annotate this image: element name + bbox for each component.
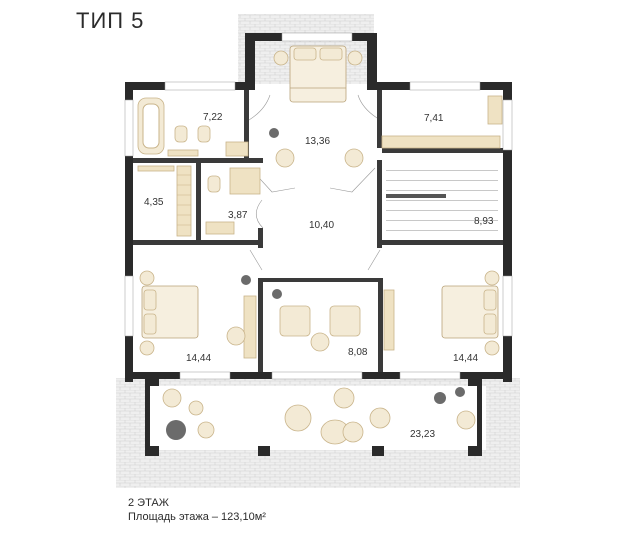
study-furniture xyxy=(381,95,503,149)
plan-title: ТИП 5 xyxy=(76,8,145,33)
bath-fixtures xyxy=(137,97,249,157)
staircase xyxy=(386,162,498,238)
room-area-bedroom-left: 14,44 xyxy=(186,353,211,364)
room-area-hall: 10,40 xyxy=(309,220,334,231)
room-area-wardrobe: 4,35 xyxy=(144,197,164,208)
room-area-bedroom-right: 14,44 xyxy=(453,353,478,364)
plant-icon xyxy=(241,275,251,285)
floor-label: 2 ЭТАЖ xyxy=(128,497,169,509)
floor-area-line: Площадь этажа – 123,10м² xyxy=(128,511,266,523)
door-swings xyxy=(248,94,381,271)
plant-icon xyxy=(455,387,465,397)
right-bedroom-furniture xyxy=(383,270,500,356)
terrace-furniture xyxy=(162,387,476,445)
room-area-bath: 7,22 xyxy=(203,112,223,123)
room-area-study: 7,41 xyxy=(424,113,444,124)
plant-icon xyxy=(434,392,446,404)
room-area-terrace: 23,23 xyxy=(410,429,435,440)
lounge-furniture xyxy=(279,305,361,352)
wc-fixtures xyxy=(205,167,261,235)
room-area-wc: 3,87 xyxy=(228,210,248,221)
interior-walls xyxy=(133,90,503,372)
plant-icon xyxy=(166,420,186,440)
plant-icon xyxy=(272,289,282,299)
room-area-lounge: 8,08 xyxy=(348,347,368,358)
master-bed xyxy=(273,45,364,168)
room-area-master-bedroom: 13,36 xyxy=(305,136,330,147)
plant-icon xyxy=(269,128,279,138)
left-bedroom-furniture xyxy=(139,270,257,359)
wardrobe-shelves xyxy=(137,165,192,237)
floor-caption: 2 ЭТАЖ Площадь этажа – 123,10м² xyxy=(128,496,266,524)
room-area-stair: 8,93 xyxy=(474,216,494,227)
